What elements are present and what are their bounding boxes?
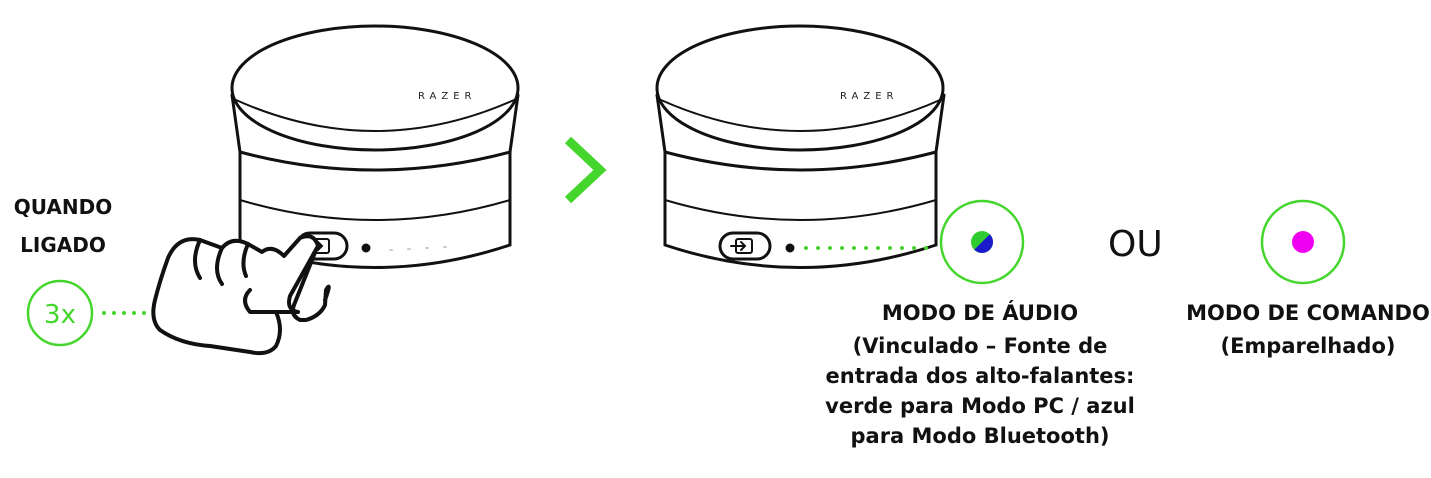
press-count-badge xyxy=(26,279,94,347)
dotted-connector-right xyxy=(804,246,928,250)
device-left: RAZER xyxy=(230,24,520,269)
press-count-text: 3x xyxy=(44,300,76,330)
dotted-connector-left xyxy=(102,311,146,315)
input-button-icon xyxy=(730,238,753,254)
command-mode-indicator xyxy=(1260,199,1346,285)
audio-mode-indicator xyxy=(939,199,1025,285)
arrow-right-icon xyxy=(564,136,607,204)
audio-mode-title: MODO DE ÁUDIO xyxy=(881,301,1079,325)
hand-press-icon xyxy=(151,234,331,356)
device-left-logo: RAZER xyxy=(418,91,477,102)
or-label: OU xyxy=(1108,224,1163,265)
command-mode-description: (Emparelhado) xyxy=(1220,334,1396,358)
device-right-logo: RAZER xyxy=(840,91,899,102)
device-right: RAZER xyxy=(655,24,946,269)
command-mode-title: MODO DE COMANDO xyxy=(1186,301,1430,325)
when-on-label: QUANDO LIGADO xyxy=(13,195,113,257)
audio-mode-description: (Vinculado – Fonte de entrada dos alto-f… xyxy=(825,334,1135,448)
